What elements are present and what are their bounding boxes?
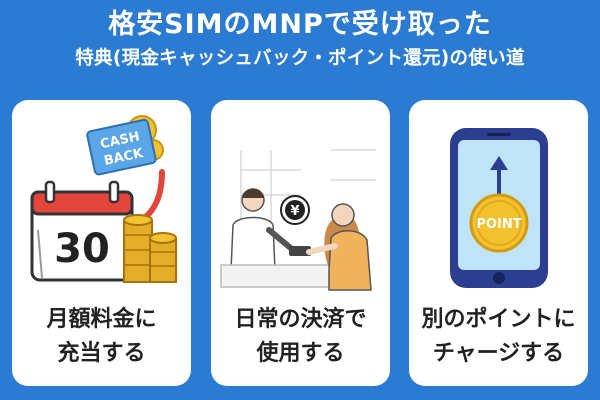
calendar-coins-illustration: $ CASH BACK 30 [30,115,177,283]
caption-line-1: 月額料金に [46,307,157,332]
title-line-2: 特典(現金キャッシュバック・ポイント還元)の使い道 [75,48,525,69]
customer-figure [306,203,372,291]
card-charge-points: POINT 別のポイントに チャージする [409,100,588,386]
title-line-1: 格安SIMのMNPで受け取った [108,9,492,40]
card-terminal-icon [289,246,311,256]
coin-stack-icon [123,214,177,283]
calendar-day: 30 [54,226,110,272]
calendar-icon: 30 [30,180,134,282]
card-daily-payment: ¥ 日常の決済で 使用する [211,100,390,386]
caption-line-2: 使用する [256,341,345,366]
counter [220,264,342,288]
caption-line-1: 日常の決済で [234,307,367,332]
caption-line-2: 充当する [57,341,146,366]
point-coin-icon: POINT [469,193,529,253]
card-monthly-fee: $ CASH BACK 30 [12,100,191,386]
cashier-figure [230,188,296,271]
caption-line-1: 別のポイントに [421,307,576,332]
shop-payment-illustration: ¥ [220,149,376,291]
card-caption: 別のポイントに チャージする [409,303,588,371]
yen-icon: ¥ [290,204,299,219]
phone-points-illustration: POINT [450,128,548,288]
arrow-up-icon [490,156,508,197]
coin-label: POINT [476,217,521,232]
card-caption: 日常の決済で 使用する [211,303,390,371]
page-title: 格安SIMのMNPで受け取った 特典(現金キャッシュバック・ポイント還元)の使い… [0,6,600,74]
card-caption: 月額料金に 充当する [12,303,191,371]
cashback-badge: $ CASH BACK [86,115,164,176]
yen-bubble: ¥ [280,195,310,225]
caption-line-2: チャージする [432,341,565,366]
